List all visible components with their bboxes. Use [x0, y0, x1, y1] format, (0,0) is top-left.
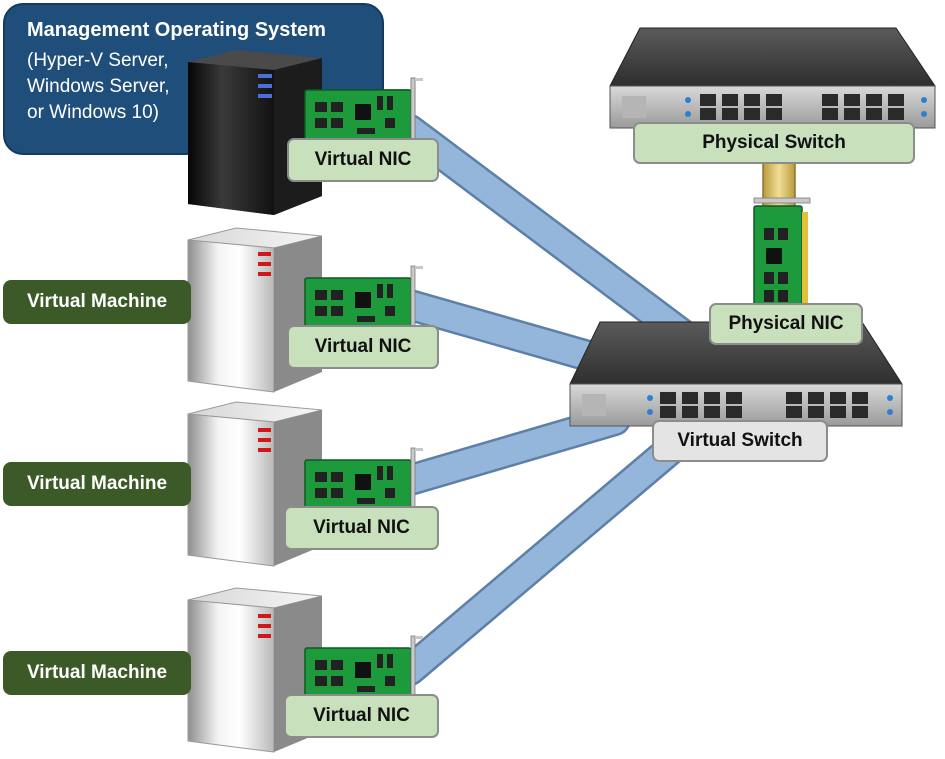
- physical-switch-icon: [609, 27, 936, 129]
- vm-label-2: Virtual Machine: [3, 462, 191, 506]
- management-os-subtitle-line: (Hyper-V Server,: [27, 50, 169, 71]
- vm-label-3: Virtual Machine: [3, 651, 191, 695]
- nic-card-icon-2: [304, 265, 423, 339]
- management-os-subtitle-line: Windows Server,: [27, 76, 170, 97]
- vm-label-1: Virtual Machine: [3, 280, 191, 324]
- physical-nic-card-icon: [753, 197, 811, 311]
- management-os-title: Management Operating System: [27, 19, 326, 41]
- network-links: [394, 114, 706, 686]
- management-os-subtitle-line: or Windows 10): [27, 102, 159, 123]
- virtual-nic-label-4: Virtual NIC: [284, 694, 439, 738]
- physical-nic-label: Physical NIC: [709, 303, 863, 345]
- physical-switch-label: Physical Switch: [633, 122, 915, 164]
- virtual-switch-label: Virtual Switch: [652, 420, 828, 462]
- virtual-nic-label-2: Virtual NIC: [287, 325, 439, 369]
- virtual-nic-label-3: Virtual NIC: [284, 506, 439, 550]
- management-os-box: Management Operating System (Hyper-V Ser…: [3, 3, 384, 155]
- management-os-subtitle: (Hyper-V Server, Windows Server, or Wind…: [27, 48, 382, 126]
- virtual-nic-label-1: Virtual NIC: [287, 138, 439, 182]
